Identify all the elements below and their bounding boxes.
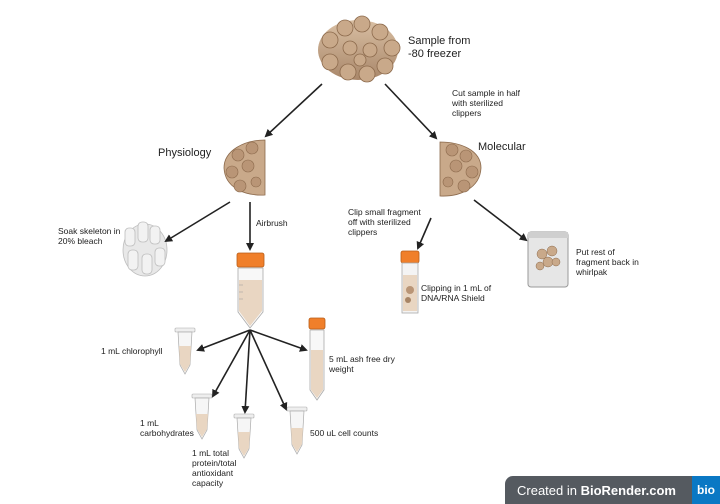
microtube-cell-counts-icon xyxy=(286,406,308,455)
molecular-label: Molecular xyxy=(478,141,526,153)
whirlpak-bag-icon xyxy=(527,231,569,288)
biorender-logo-icon: bio xyxy=(692,476,720,504)
cell-counts-label: 500 uL cell counts xyxy=(310,428,379,438)
put-rest-label: Put rest of fragment back in whirlpak xyxy=(576,247,639,277)
carbohydrates-label: 1 mL carbohydrates xyxy=(140,418,194,438)
arrow-sample-to-physiology xyxy=(264,83,323,138)
arrow-sample-to-molecular xyxy=(384,83,438,140)
bleached-skeleton-icon xyxy=(122,221,168,277)
ash-label: 5 mL ash free dry weight xyxy=(329,354,395,374)
physiology-label: Physiology xyxy=(158,147,212,159)
dna-rna-shield-tube-icon xyxy=(400,250,420,314)
arrow-physiology-to-bleach xyxy=(164,201,231,243)
arrow-tube-to-ash xyxy=(249,329,308,352)
coral-half-molecular-icon xyxy=(439,141,482,197)
coral-sample-icon xyxy=(318,15,401,83)
microtube-chlorophyll-icon xyxy=(174,327,196,375)
microtube-carbohydrates-icon xyxy=(191,393,213,440)
chlorophyll-label: 1 mL chlorophyll xyxy=(101,346,163,356)
arrow-tube-to-chlorophyll xyxy=(196,329,251,352)
tube-15ml-icon xyxy=(308,317,326,401)
airbrush-label: Airbrush xyxy=(256,218,288,228)
clipping-label: Clipping in 1 mL of DNA/RNA Shield xyxy=(421,283,492,303)
coral-half-physiology-icon xyxy=(223,139,266,196)
biorender-footer[interactable]: Created in BioRender.com bio xyxy=(505,476,720,504)
cut-instruction-label: Cut sample in half with sterilized clipp… xyxy=(452,88,521,118)
sample-label: Sample from -80 freezer xyxy=(408,35,471,60)
clip-small-label: Clip small fragment off with sterilized … xyxy=(348,207,421,237)
arrow-molecular-to-tube xyxy=(416,217,432,250)
protein-label: 1 mL total protein/total antioxidant cap… xyxy=(192,448,237,488)
arrow-molecular-to-bag xyxy=(473,199,528,242)
microtube-protein-icon xyxy=(233,413,255,459)
arrow-tube-to-protein xyxy=(241,329,251,414)
arrow-tube-to-carbohydrates xyxy=(212,329,251,398)
footer-text: Created in BioRender.com xyxy=(517,482,676,498)
soak-label: Soak skeleton in 20% bleach xyxy=(58,226,121,246)
falcon-tube-50ml-icon xyxy=(236,252,265,329)
arrow-tube-to-cell-counts xyxy=(249,329,288,411)
